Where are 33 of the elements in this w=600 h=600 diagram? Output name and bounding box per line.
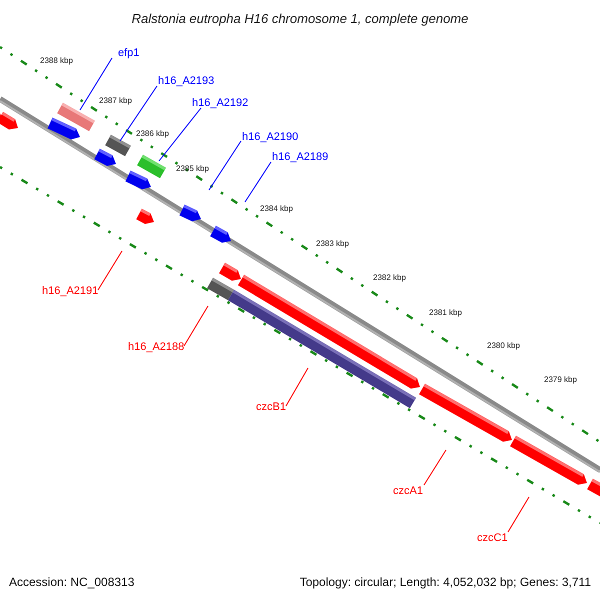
gene-label: h16_A2189 [272, 152, 328, 163]
scale-label: 2380 kbp [487, 342, 520, 350]
scale-label: 2387 kbp [99, 97, 132, 105]
leader-line [184, 306, 208, 346]
leader-line [244, 162, 272, 202]
scale-label: 2383 kbp [316, 240, 349, 248]
leader-line [98, 250, 122, 290]
scale-label: 2379 kbp [544, 376, 577, 384]
scale-label: 2386 kbp [136, 130, 169, 138]
gene-label: czcA1 [393, 486, 423, 497]
gene-label: h16_A2188 [128, 342, 184, 353]
leader-line [120, 86, 158, 142]
gene-label: h16_A2190 [242, 132, 298, 143]
leader-line [208, 140, 242, 190]
leader-line [80, 58, 112, 110]
gene-label: czcC1 [477, 533, 508, 544]
leader-line [286, 368, 308, 406]
accession-label: Accession: NC_008313 [9, 576, 134, 588]
scale-label: 2384 kbp [260, 205, 293, 213]
gene-label: efp1 [118, 48, 140, 59]
gene-label: h16_A2192 [192, 98, 248, 109]
scale-label: 2382 kbp [373, 274, 406, 282]
scale-label: 2388 kbp [40, 57, 73, 65]
scale-label: 2385 kbp [176, 165, 209, 173]
leader-line [424, 450, 446, 486]
leader-line [158, 108, 202, 162]
leader-line [508, 496, 530, 532]
gene-label: czcB1 [256, 402, 286, 413]
genome-stats-label: Topology: circular; Length: 4,052,032 bp; Genes: 3,711 [300, 576, 591, 588]
gene-label: h16_A2193 [158, 76, 214, 87]
map-title: Ralstonia eutropha H16 chromosome 1, complete genome [130, 12, 470, 25]
scale-label: 2381 kbp [429, 309, 462, 317]
gene-label: h16_A2191 [42, 286, 98, 297]
